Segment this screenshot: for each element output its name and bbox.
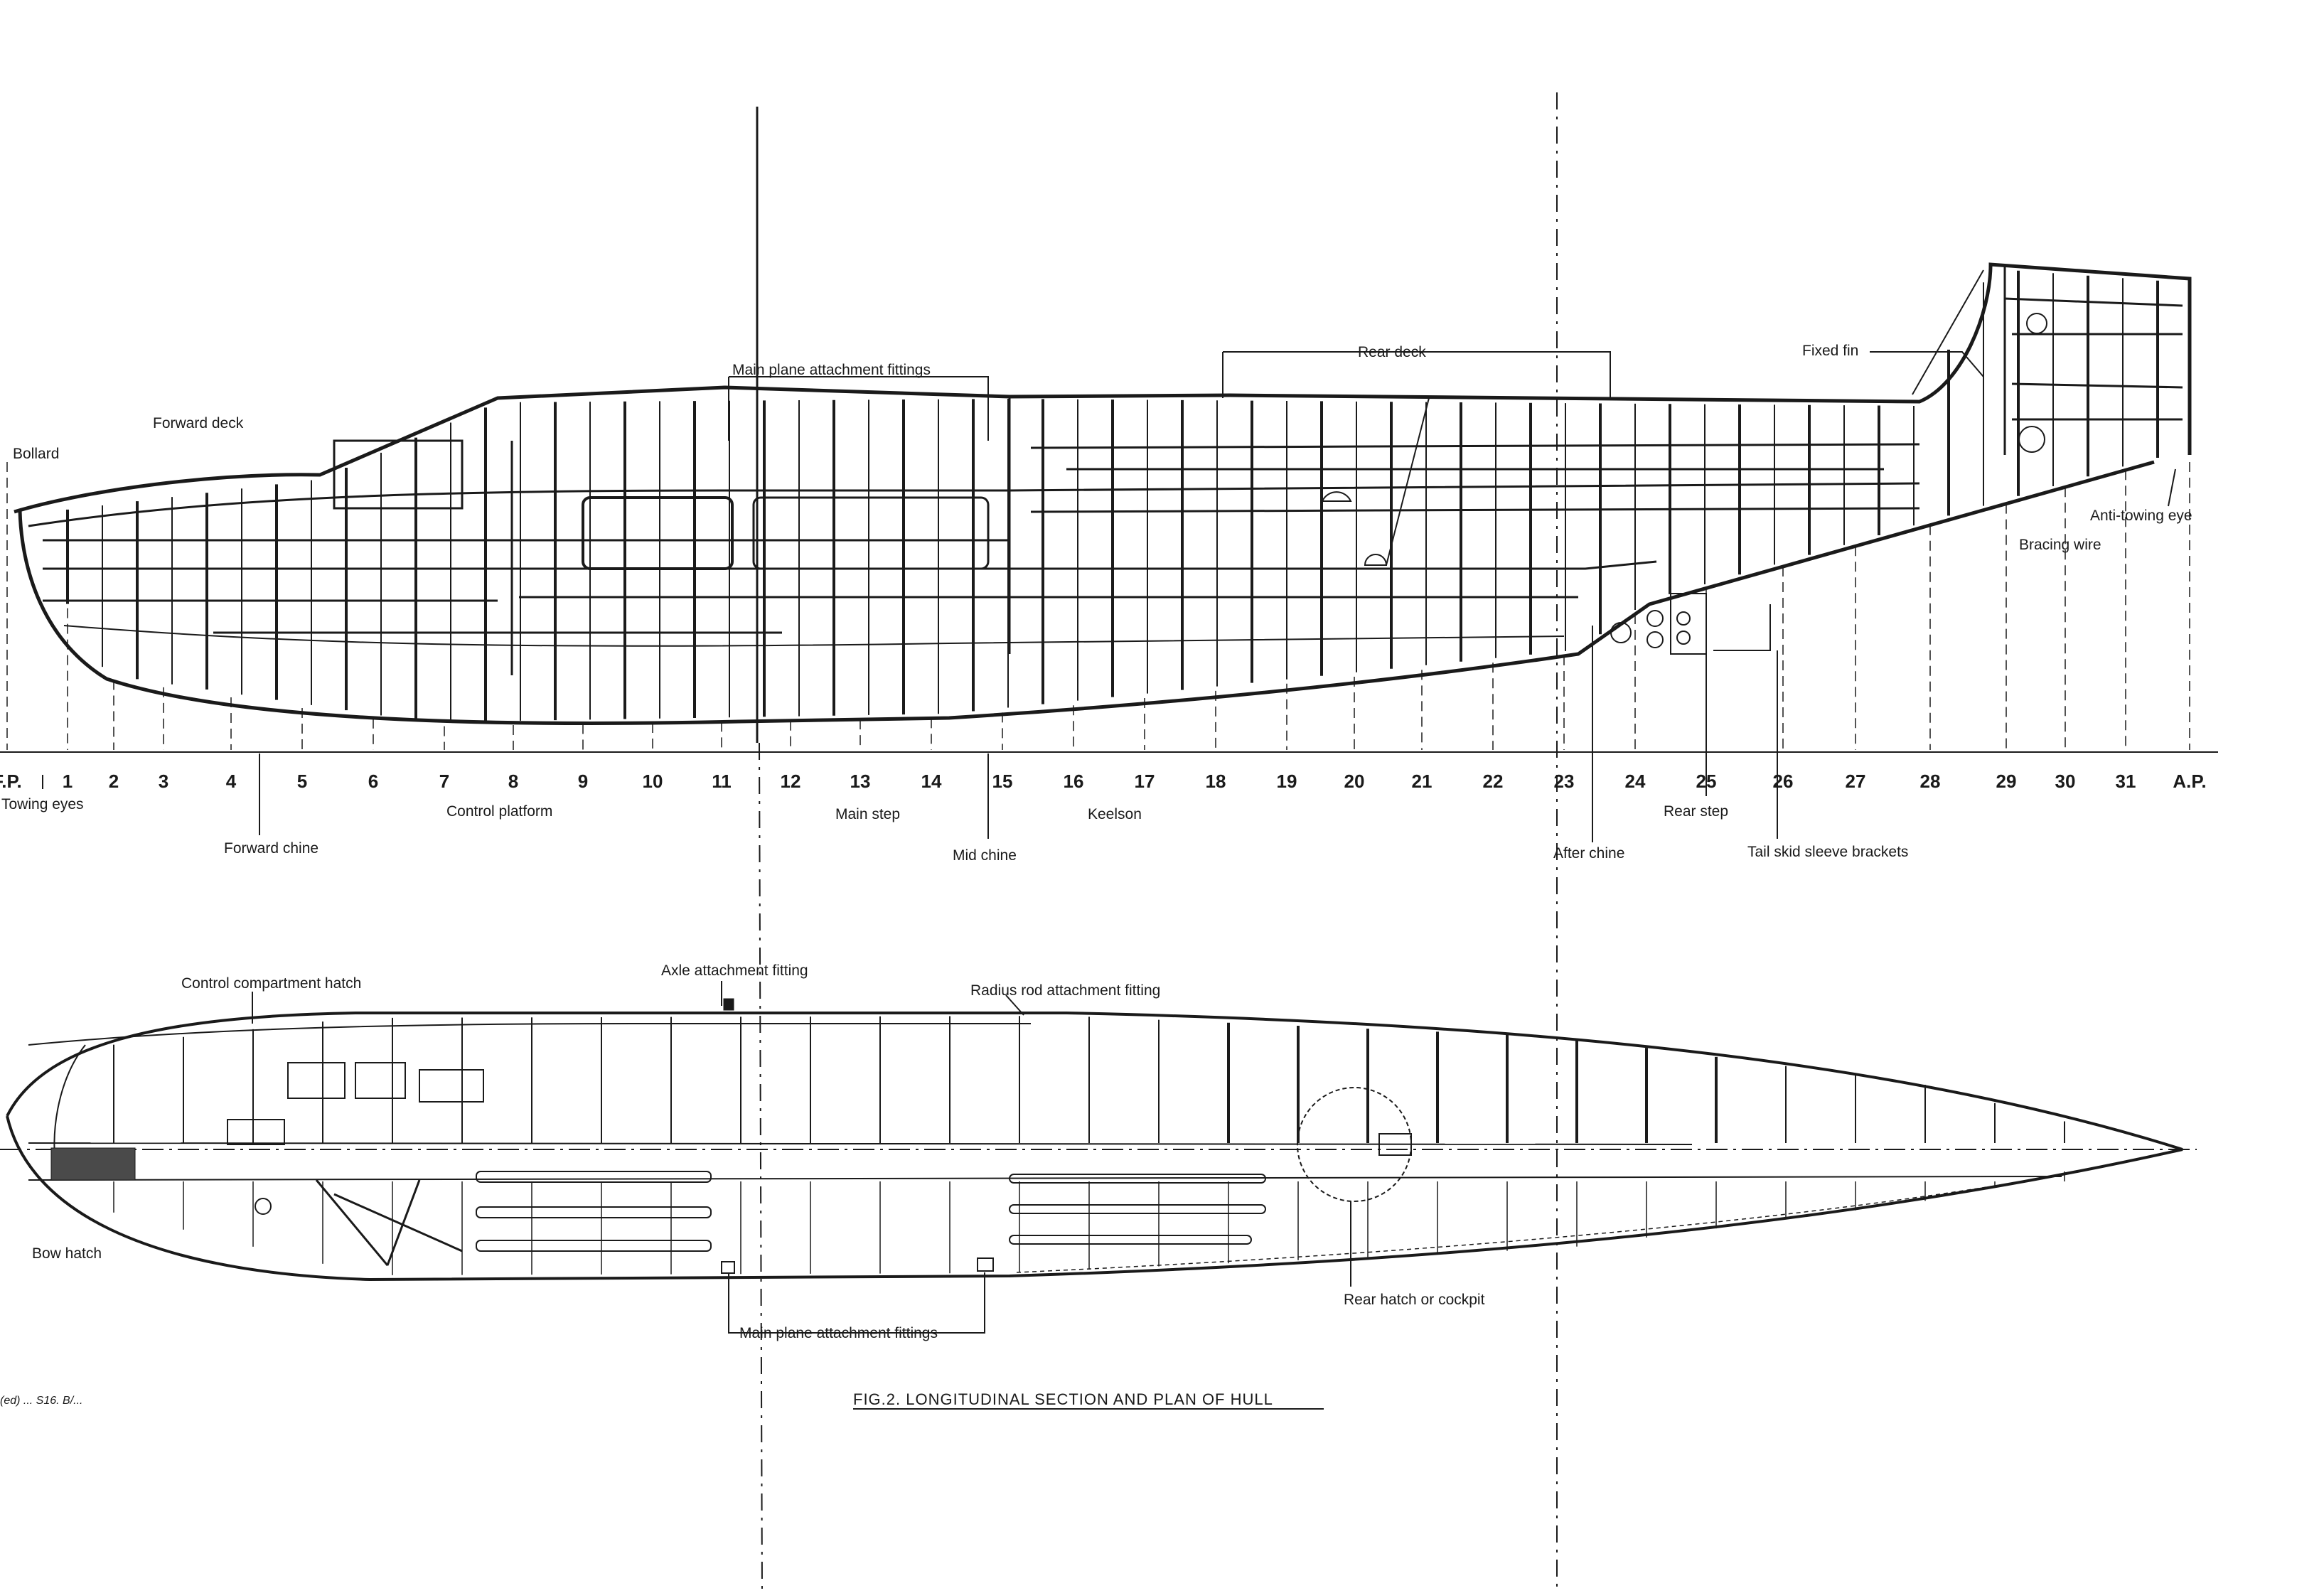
label-rear-deck: Rear deck <box>1358 344 1426 360</box>
station-number: 5 <box>297 771 307 792</box>
label-axle-fitting: Axle attachment fitting <box>661 962 808 979</box>
station-number: 20 <box>1344 771 1365 792</box>
station-number: 14 <box>921 771 942 792</box>
hull-keel-line <box>18 460 2155 725</box>
station-number: 11 <box>712 771 732 792</box>
label-towing-eyes: Towing eyes <box>1 796 84 812</box>
station-number: 22 <box>1483 771 1504 792</box>
station-number: A.P. <box>2173 771 2206 792</box>
plan-outline-top <box>6 1012 2183 1151</box>
section-labels: Bollard Forward deck Main plane attachme… <box>1 343 2192 864</box>
section-stringer <box>1030 443 1920 449</box>
label-control-platform: Control platform <box>446 803 552 820</box>
section-frames <box>66 270 2159 722</box>
leader-lines <box>42 351 2176 1334</box>
station-number: 3 <box>159 771 168 792</box>
bow-hatch-panel <box>50 1147 136 1181</box>
hull-deck-line <box>14 262 2192 514</box>
label-rear-hatch: Rear hatch or cockpit <box>1344 1292 1485 1308</box>
station-number: 7 <box>439 771 449 792</box>
label-main-plane-fittings: Main plane attachment fittings <box>732 362 931 378</box>
figure-caption: FIG.2. LONGITUDINAL SECTION AND PLAN OF … <box>853 1390 1273 1408</box>
station-number: 30 <box>2055 771 2076 792</box>
label-bow-hatch: Bow hatch <box>32 1245 102 1262</box>
plan-frames <box>113 1016 2065 1275</box>
label-keelson: Keelson <box>1088 806 1142 822</box>
label-anti-towing-eye: Anti-towing eye <box>2090 508 2192 524</box>
label-mid-chine: Mid chine <box>953 847 1017 864</box>
label-forward-chine: Forward chine <box>224 840 318 857</box>
label-fixed-fin: Fixed fin <box>1802 343 1858 359</box>
label-tail-skid-brackets: Tail skid sleeve brackets <box>1747 844 1908 860</box>
bracing-wire <box>1912 269 1984 395</box>
cockpit-window <box>333 439 464 510</box>
label-forward-deck: Forward deck <box>153 415 244 431</box>
station-number: 31 <box>2116 771 2136 792</box>
section-stringers <box>43 297 2183 634</box>
station-number: 17 <box>1135 771 1155 792</box>
reference-lines <box>0 92 2218 1593</box>
plan-outline-bottom <box>6 1115 2183 1282</box>
station-number: 19 <box>1277 771 1297 792</box>
station-number: 6 <box>368 771 378 792</box>
station-number: 29 <box>1996 771 2017 792</box>
section-stringer <box>2011 382 2183 389</box>
label-radius-rod-fitting: Radius rod attachment fitting <box>970 982 1160 999</box>
station-number: 2 <box>109 771 119 792</box>
station-number: 15 <box>992 771 1013 792</box>
station-number: 8 <box>508 771 518 792</box>
station-number: F.P. <box>0 771 22 792</box>
label-bollard: Bollard <box>13 446 59 462</box>
label-main-step: Main step <box>835 806 900 822</box>
station-number: 4 <box>226 771 237 792</box>
station-number: 27 <box>1846 771 1866 792</box>
plan-labels: Control compartment hatch Axle attachmen… <box>32 962 1485 1341</box>
label-bracing-wire: Bracing wire <box>2019 537 2101 553</box>
label-control-hatch: Control compartment hatch <box>181 975 361 992</box>
station-number: 13 <box>850 771 871 792</box>
longitudinal-section <box>14 262 2192 725</box>
station-number: 21 <box>1412 771 1433 792</box>
station-number: 12 <box>781 771 801 792</box>
station-number: 18 <box>1206 771 1226 792</box>
station-number: 10 <box>643 771 663 792</box>
station-row: F.P.123456789101112131415161718192021222… <box>0 462 2207 792</box>
station-number: 9 <box>578 771 588 792</box>
section-stringer <box>2004 297 2183 307</box>
station-number: 1 <box>63 771 73 792</box>
label-after-chine: After chine <box>1553 845 1624 862</box>
station-number: 26 <box>1773 771 1794 792</box>
label-plan-main-plane-fittings: Main plane attachment fittings <box>739 1325 938 1341</box>
station-number: 24 <box>1625 771 1646 792</box>
station-number: 23 <box>1554 771 1575 792</box>
station-number: 16 <box>1064 771 1084 792</box>
print-note: (ed) ... S16. B/... <box>0 1395 83 1407</box>
section-stringer <box>1030 507 1920 513</box>
station-number: 28 <box>1920 771 1941 792</box>
label-rear-step: Rear step <box>1664 803 1728 820</box>
